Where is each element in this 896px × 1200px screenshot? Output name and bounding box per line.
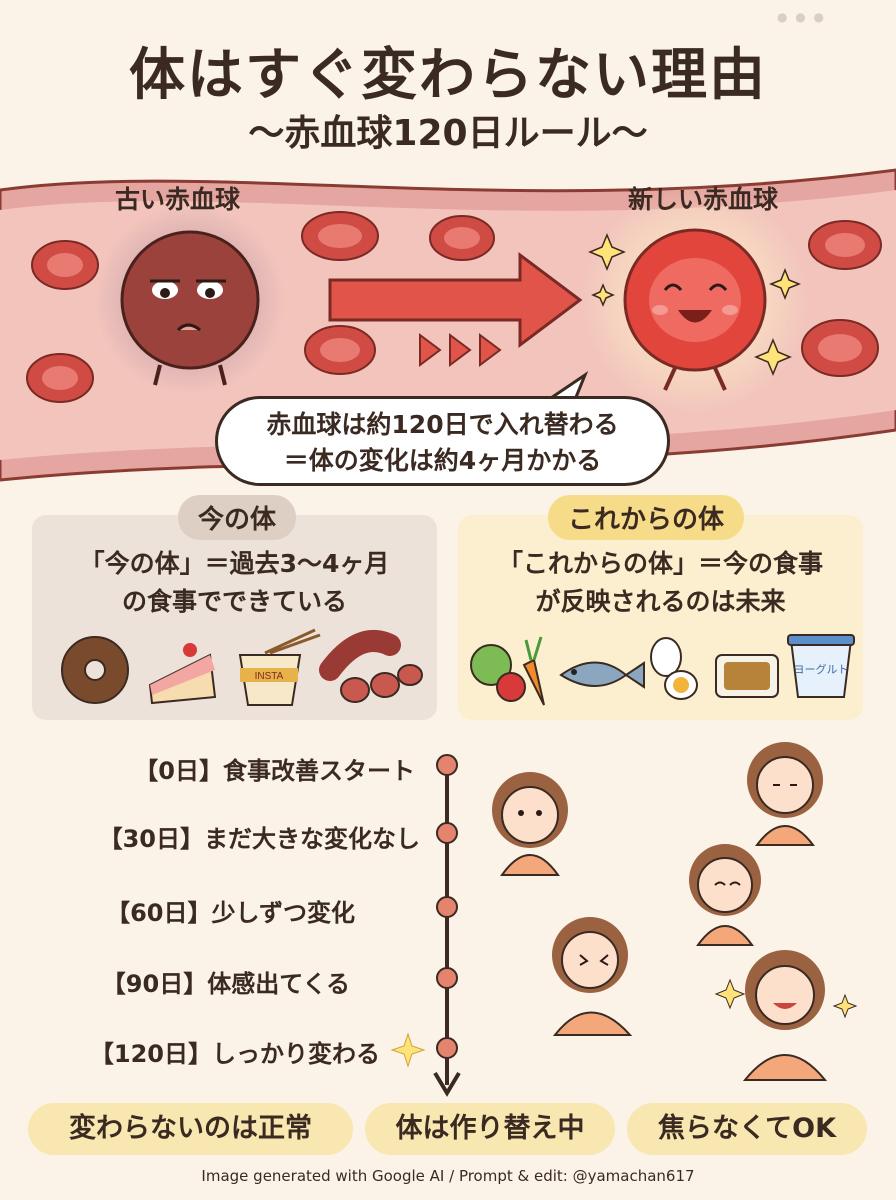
timeline-item-30: 【30日】まだ大きな変化なし (98, 825, 420, 853)
current-body-line-1: 「今の体」＝過去3〜4ヶ月 (79, 549, 390, 578)
sparkle-icon (588, 233, 802, 376)
timeline-dot (436, 822, 458, 844)
bubble-line-2: ＝体の変化は約4ヶ月かかる (283, 446, 602, 475)
page-title: 体はすぐ変わらない理由 (129, 43, 767, 108)
message-pill-1: 変わらないのは正常 (28, 1103, 353, 1155)
sparkle-icon (390, 1032, 426, 1068)
old-red-cell-icon (120, 230, 260, 386)
woman-tired-icon (747, 742, 823, 846)
timeline-axis (433, 754, 461, 1097)
cup-noodle-icon: INSTA (238, 628, 321, 706)
new-cell-label: 新しい赤血球 (628, 185, 779, 214)
future-body-text: 「これからの体」＝今の食事 が反映されるのは未来 (458, 545, 863, 621)
window-dots: ● ● ● (776, 10, 826, 24)
woman-neutral-icon (492, 772, 568, 876)
woman-smiling-icon (689, 844, 761, 946)
donut-icon (61, 636, 129, 704)
vegetables-icon (470, 636, 545, 706)
image-credit: Image generated with Google AI / Prompt … (201, 1167, 695, 1185)
noodle-cup-text: INSTA (255, 671, 284, 682)
page-subtitle: 〜赤血球120日ルール〜 (248, 113, 648, 154)
timeline-dot (436, 967, 458, 989)
sparkle-icon (832, 993, 858, 1019)
timeline-item-120: 【120日】しっかり変わる (89, 1040, 380, 1068)
cake-icon (148, 643, 217, 705)
current-body-line-2: の食事でできている (121, 587, 347, 616)
future-body-line-2: が反映されるのは未来 (535, 587, 786, 616)
sausage-icon (319, 630, 423, 703)
speech-bubble: 赤血球は約120日で入れ替わる ＝体の変化は約4ヶ月かかる (215, 396, 670, 486)
timeline-item-60: 【60日】少しずつ変化 (106, 899, 355, 927)
timeline-item-90: 【90日】体感出てくる (101, 970, 350, 998)
timeline-dot (436, 1037, 458, 1059)
bubble-line-1: 赤血球は約120日で入れ替わる (266, 410, 619, 439)
current-body-text: 「今の体」＝過去3〜4ヶ月 の食事でできている (32, 545, 437, 621)
old-cell-label: 古い赤血球 (115, 185, 241, 214)
message-pill-2: 体は作り替え中 (365, 1103, 615, 1155)
woman-happy-icon (552, 917, 633, 1036)
yogurt-label: ヨーグルト (794, 662, 849, 676)
blood-vessel-illustration (0, 168, 896, 482)
sparkle-icon (714, 978, 746, 1010)
unhealthy-foods: INSTA (61, 628, 423, 706)
healthy-foods: ヨーグルト (470, 634, 855, 706)
egg-icon (650, 637, 698, 700)
yogurt-icon: ヨーグルト (787, 634, 855, 698)
message-pill-3: 焦らなくてOK (627, 1103, 867, 1155)
arrow-right-icon (328, 252, 583, 367)
timeline-dot (436, 754, 458, 776)
timeline-dot (436, 896, 458, 918)
future-body-line-1: 「これからの体」＝今の食事 (497, 549, 823, 578)
timeline-item-0: 【0日】食事改善スタート (134, 757, 415, 785)
new-red-cell-icon (623, 228, 767, 391)
current-body-title: 今の体 (178, 495, 297, 540)
woman-cheering-icon (742, 950, 828, 1081)
future-body-title: これからの体 (548, 495, 745, 540)
progress-characters (492, 742, 858, 1081)
fish-icon (559, 661, 645, 689)
natto-icon (715, 654, 779, 698)
arrow-down-icon (433, 1071, 461, 1097)
